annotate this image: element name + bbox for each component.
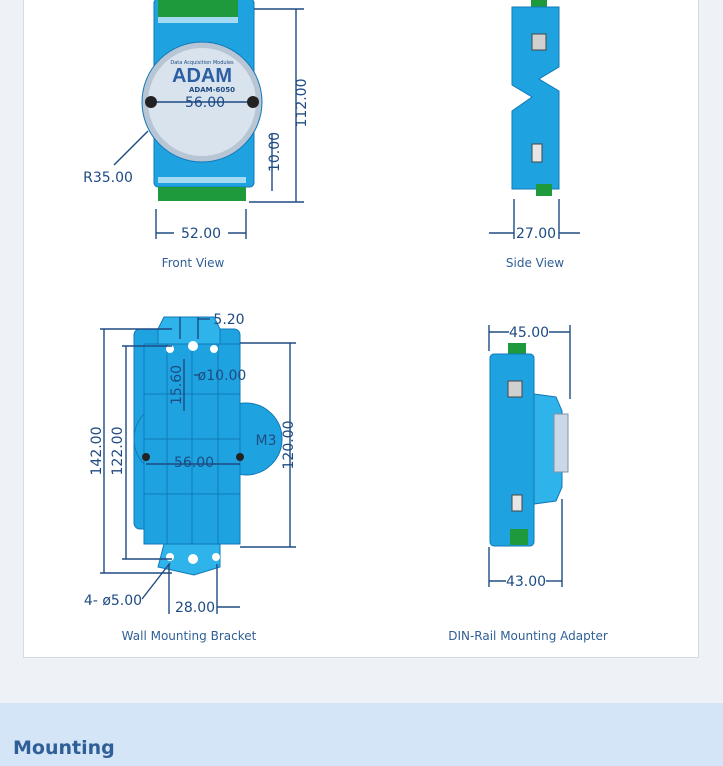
mounting-section-header: [0, 703, 723, 766]
label-model: ADAM-6050: [189, 86, 235, 94]
wall-top-offset: 5.20: [213, 312, 244, 328]
holes-leader: [141, 562, 171, 600]
left-screw-icon: [145, 96, 157, 108]
front-radius: R35.00: [83, 170, 133, 186]
bracket-right-screw-icon: [236, 453, 244, 461]
wall-outer-height: 142.00: [89, 427, 105, 476]
front-width: 52.00: [181, 226, 221, 242]
mount-hole-icon: [188, 554, 198, 564]
mount-hole-icon: [210, 345, 218, 353]
front-height: 112.00: [294, 79, 310, 128]
side-module-body: [511, 6, 560, 190]
side-latch-icon: [531, 143, 543, 163]
wall-slot: 15.60: [169, 365, 185, 405]
wall-mount-height: 120.00: [281, 421, 297, 470]
mount-hole-icon: [188, 341, 198, 351]
wall-holes: 4- ø5.00: [84, 593, 142, 609]
din-rail: [553, 413, 569, 473]
side-bottom-terminal: [536, 184, 552, 196]
din-bottom: 43.00: [506, 574, 546, 590]
bracket-top-tab: [157, 316, 221, 345]
din-top: 45.00: [509, 325, 549, 341]
mount-hole-icon: [212, 553, 220, 561]
side-view-caption: Side View: [506, 256, 564, 270]
mount-hole-icon: [166, 553, 174, 561]
label-brand: ADAM: [172, 65, 232, 87]
top-terminal-labels: [158, 17, 238, 23]
side-top-terminal: [531, 0, 547, 7]
front-label-span: 56.00: [185, 95, 225, 111]
wall-bottom-width: 28.00: [175, 600, 215, 616]
bottom-terminal-labels: [158, 177, 246, 183]
mount-hole-icon: [166, 345, 174, 353]
wall-mount-view: 5.20 15.60 ø10.00 142.00 122.00 56.00 12…: [84, 312, 297, 643]
side-view: 27.00 Side View: [489, 0, 580, 270]
front-inner-height: 10.00: [267, 132, 283, 172]
side-screw-icon: [531, 33, 547, 51]
right-screw-icon: [247, 96, 259, 108]
bracket-left-screw-icon: [142, 453, 150, 461]
label-tag: Data Acquisition Modules: [170, 60, 234, 66]
din-rail-caption: DIN-Rail Mounting Adapter: [448, 629, 608, 643]
bottom-terminal-block: [158, 187, 246, 201]
dimension-drawing-card: Data Acquisition Modules ADAM ADAM-6050 …: [23, 0, 699, 658]
radius-leader: [113, 130, 149, 166]
wall-inner-height: 122.00: [110, 427, 126, 476]
din-latch-icon: [511, 494, 523, 512]
wall-hole: ø10.00: [198, 368, 247, 384]
din-bottom-terminal: [510, 529, 528, 545]
din-screw-icon: [507, 380, 523, 398]
wall-span: 56.00: [174, 455, 214, 471]
side-depth: 27.00: [516, 226, 556, 242]
dimension-drawings: Data Acquisition Modules ADAM ADAM-6050 …: [83, 0, 608, 643]
top-terminal-block: [158, 0, 238, 17]
wall-screw: M3: [256, 433, 277, 449]
wall-mount-caption: Wall Mounting Bracket: [122, 629, 257, 643]
mounting-section-title: Mounting: [13, 737, 115, 759]
din-rail-view: 45.00 43.00 DIN-Rail Mounting Adapter: [448, 325, 608, 643]
front-view: Data Acquisition Modules ADAM ADAM-6050 …: [83, 0, 310, 270]
front-view-caption: Front View: [162, 256, 225, 270]
